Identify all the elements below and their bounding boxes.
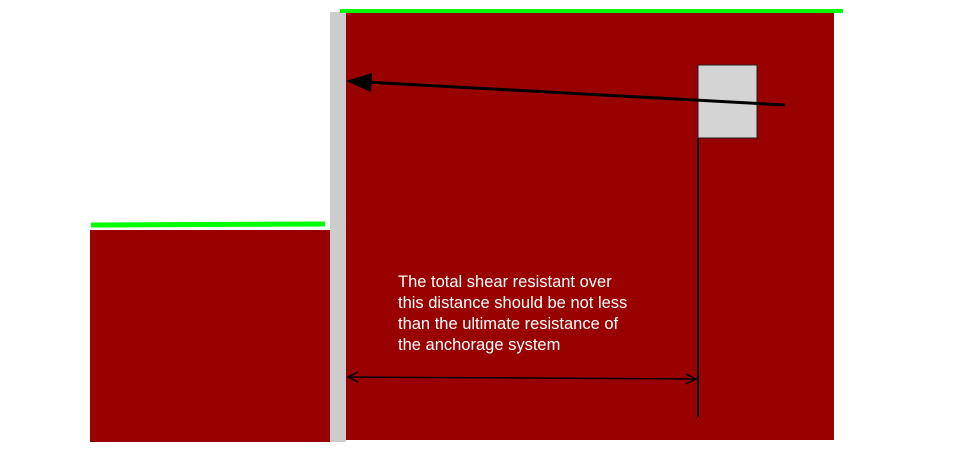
shear-resistance-annotation: The total shear resistant over this dist… <box>398 272 698 356</box>
retaining-wall <box>330 12 346 442</box>
tie-rod <box>365 80 786 107</box>
annotation-line-1: The total shear resistant over <box>398 273 612 291</box>
lower-soil-block <box>90 230 330 442</box>
dimension-arrowhead-left <box>346 371 359 383</box>
annotation-line-2: this distance should be not less <box>398 294 628 312</box>
annotation-line-3: than the ultimate resistance of <box>398 315 619 333</box>
lower-ground-surface <box>90 221 326 228</box>
dimension-arrow <box>347 376 697 380</box>
tie-rod-arrowhead <box>346 73 372 92</box>
retained-soil-block <box>346 12 834 440</box>
dimension-arrowhead-right <box>685 373 698 385</box>
annotation-line-4: the anchorage system <box>398 336 561 354</box>
